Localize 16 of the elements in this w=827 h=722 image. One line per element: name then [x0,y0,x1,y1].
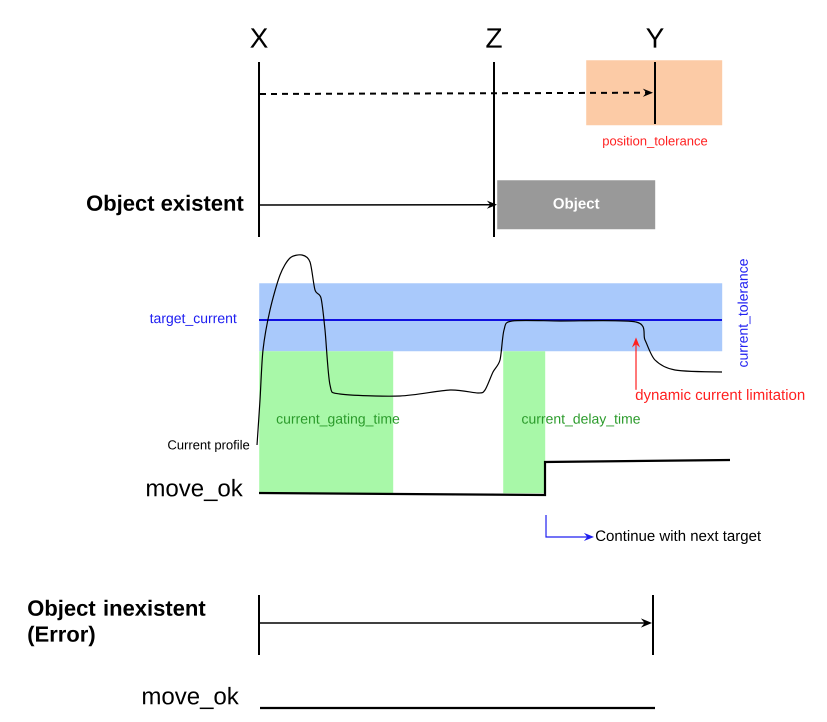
object-box [497,180,656,230]
annotation: Continue with next target [596,530,761,544]
band-label: current_delay_time [522,413,640,427]
annotation: dynamic current limitation [636,389,804,403]
box-label: Object [553,198,600,212]
band-label: position_tolerance [603,136,708,148]
signal-label: target_current [150,314,237,326]
row-label: Object inexistent (Error) [28,600,206,646]
signal-label: move_ok [147,478,243,502]
signal-label: move_ok [143,686,239,710]
tolerance-band [259,283,722,352]
axis-label: Z [486,28,502,48]
axis-label: X [250,28,268,48]
band-label: current_tolerance [738,259,750,367]
tolerance-band [586,60,722,126]
row-label: Object existent [87,194,244,216]
